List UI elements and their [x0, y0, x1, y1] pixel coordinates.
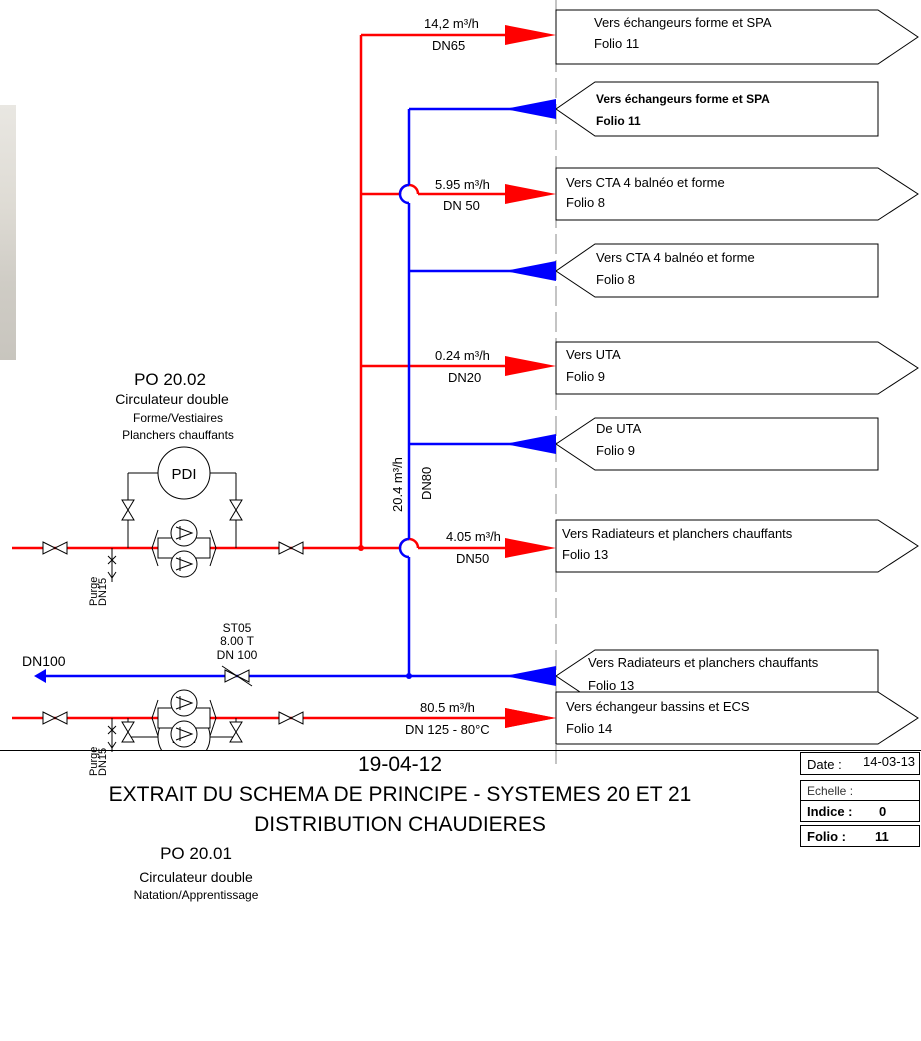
- destination-box-8: Vers Radiateurs et planchers chauffants …: [555, 649, 879, 703]
- destination-box-4: Vers CTA 4 balnéo et forme Folio 8: [555, 243, 879, 298]
- background-photo-fragment: [0, 105, 16, 360]
- pump-type: Circulateur double: [115, 391, 229, 407]
- destination-label: Vers échangeurs forme et SPA: [594, 15, 772, 30]
- destination-label: Vers Radiateurs et planchers chauffants: [562, 526, 793, 541]
- destination-box-3: Vers CTA 4 balnéo et forme Folio 8: [555, 167, 919, 221]
- dn-label: DN 50: [443, 198, 480, 213]
- destination-box-2: Vers échangeurs forme et SPA Folio 11: [555, 81, 879, 137]
- pump-id: PO 20.01: [160, 844, 232, 863]
- destination-folio: Folio 9: [596, 443, 635, 458]
- destination-label: Vers UTA: [566, 347, 621, 362]
- return-network: [40, 107, 540, 678]
- folio-value: 11: [875, 829, 889, 844]
- folio-label: Folio :: [807, 829, 846, 844]
- pump-group-top: PO 20.02 Circulateur double Forme/Vestia…: [42, 370, 304, 606]
- destination-folio: Folio 8: [566, 195, 605, 210]
- flow-label: 14,2 m³/h: [424, 16, 479, 31]
- balancing-valve: ST05 8.00 T DN 100: [217, 621, 258, 687]
- index-label: Indice :: [807, 804, 853, 819]
- destination-box-5: Vers UTA Folio 9: [555, 341, 919, 395]
- index-value: 0: [879, 804, 887, 819]
- pump-type: Circulateur double: [139, 869, 253, 885]
- purge-dn-label: DN15: [97, 748, 109, 776]
- riser-flow-label: 20.4 m³/h: [390, 457, 405, 512]
- valve-icon: [278, 711, 304, 725]
- destination-folio: Folio 14: [566, 721, 612, 736]
- destination-folio: Folio 9: [566, 369, 605, 384]
- valve-icon: [121, 721, 135, 743]
- valve-icon: [229, 721, 243, 743]
- pump-service-1: Natation/Apprentissage: [134, 888, 259, 902]
- destination-label: Vers échangeurs forme et SPA: [596, 92, 770, 106]
- title-block: 19-04-12 EXTRAIT DU SCHEMA DE PRINCIPE -…: [0, 750, 921, 1041]
- drawing-date: 19-04-12: [357, 753, 443, 776]
- dn-label: DN65: [432, 38, 465, 53]
- valve-icon: [42, 711, 68, 725]
- destination-folio: Folio 11: [594, 36, 639, 51]
- dn-label: DN20: [448, 370, 481, 385]
- double-pump-icon: [151, 519, 217, 578]
- schematic-diagram: Vers échangeurs forme et SPA Folio 11 Ve…: [12, 0, 919, 750]
- date-value: 14-03-13: [863, 754, 916, 769]
- flow-labels: 14,2 m³/h DN65 5.95 m³/h DN 50 0.24 m³/h…: [405, 16, 501, 737]
- flow-label: 5.95 m³/h: [435, 177, 490, 192]
- pump-service-1: Forme/Vestiaires: [133, 411, 223, 425]
- destination-label: Vers CTA 4 balnéo et forme: [566, 175, 725, 190]
- valve-id: ST05: [223, 621, 252, 635]
- valve-dn: DN 100: [217, 648, 258, 662]
- destination-folio: Folio 13: [562, 547, 608, 562]
- return-arrows: [34, 99, 556, 686]
- destination-label: Vers Radiateurs et planchers chauffants: [588, 655, 819, 670]
- purge-label: Purge: [88, 577, 100, 606]
- flow-label: 0.24 m³/h: [435, 348, 490, 363]
- destination-folio: Folio 8: [596, 272, 635, 287]
- pdi-label: PDI: [171, 466, 196, 483]
- drawing-subtitle: DISTRIBUTION CHAUDIERES: [254, 813, 546, 836]
- destination-box-6: De UTA Folio 9: [555, 417, 879, 471]
- date-cell: Date : 14-03-13: [800, 752, 920, 775]
- pump-id: PO 20.02: [134, 370, 206, 389]
- drawing-title: EXTRAIT DU SCHEMA DE PRINCIPE - SYSTEMES…: [108, 783, 692, 806]
- pump-service-2: Planchers chauffants: [122, 428, 234, 442]
- double-pump-icon-bottom: [151, 689, 217, 748]
- date-label: Date :: [807, 757, 842, 772]
- scale-cell: Echelle :: [800, 780, 920, 801]
- return-main-dn: DN100: [22, 653, 66, 669]
- supply-junction-dot: [358, 545, 364, 551]
- destination-folio: Folio 13: [588, 678, 634, 693]
- destination-folio: Folio 11: [596, 114, 641, 128]
- dn-label: DN50: [456, 551, 489, 566]
- index-cell: Indice : 0: [800, 800, 920, 822]
- destination-box-7: Vers Radiateurs et planchers chauffants …: [555, 519, 919, 573]
- destination-box-1: Vers échangeurs forme et SPA Folio 11: [555, 9, 919, 65]
- return-junction-dot: [406, 673, 412, 679]
- supply-network: [12, 33, 540, 720]
- pdi-gauge: [157, 446, 211, 500]
- dn-label: DN 125 - 80°C: [405, 722, 490, 737]
- purge-dn-label: DN15: [97, 578, 109, 606]
- destination-label: De UTA: [596, 421, 642, 436]
- destination-label: Vers échangeur bassins et ECS: [566, 699, 750, 714]
- destination-box-9-shape: [555, 691, 919, 745]
- destination-label: Vers CTA 4 balnéo et forme: [596, 250, 755, 265]
- valve-setting: 8.00 T: [220, 634, 254, 648]
- folio-cell: Folio : 11: [800, 825, 920, 847]
- flow-label: 4.05 m³/h: [446, 529, 501, 544]
- flow-label: 80.5 m³/h: [420, 700, 475, 715]
- scale-label: Echelle :: [807, 784, 854, 798]
- purge-label: Purge: [88, 747, 100, 776]
- riser-dn-label: DN80: [419, 467, 434, 500]
